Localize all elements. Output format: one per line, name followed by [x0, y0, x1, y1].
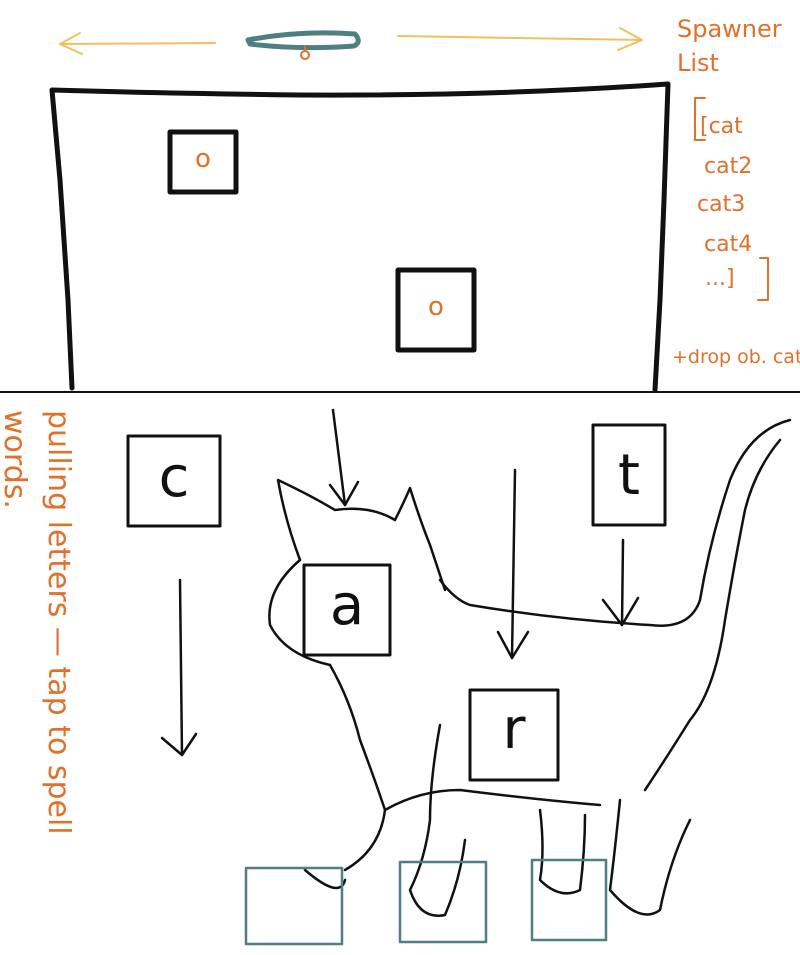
- answer-slot-2[interactable]: [398, 860, 488, 944]
- letter-a: a: [329, 573, 365, 638]
- spawner-list-item-1: [cat: [700, 114, 743, 139]
- fall-arrow-a: [331, 408, 347, 507]
- fall-arrow-r-head: [496, 630, 530, 660]
- answer-slot-3[interactable]: [530, 858, 608, 942]
- fall-arrows: [160, 408, 640, 757]
- spawner-list-footer: +drop ob. cat: [672, 346, 800, 368]
- cat-head-side: [268, 558, 332, 667]
- fall-arrow-c-head: [160, 732, 198, 757]
- paddle-bar[interactable]: [245, 30, 361, 51]
- cat-head-top: [276, 478, 447, 592]
- paddle-drop-point: [300, 50, 310, 60]
- left-arrow-shaft: [59, 42, 216, 45]
- fall-arrow-r: [510, 468, 517, 660]
- cat-front-leg-1: [328, 663, 387, 872]
- spawner-list-item-2: cat2: [704, 154, 753, 179]
- spawner-list-item-4: cat4: [704, 232, 753, 257]
- right-arrow-head: [617, 27, 643, 51]
- right-arrow-shaft: [397, 35, 641, 41]
- cat-belly: [383, 788, 602, 812]
- play-area-frame: [49, 81, 671, 393]
- letter-tile-t[interactable]: [591, 423, 667, 527]
- answer-slot-1[interactable]: [244, 866, 344, 946]
- left-arrow-head: [59, 32, 83, 55]
- spawner-list-item-5: ...]: [705, 266, 735, 291]
- cat-front-leg-2: [408, 723, 467, 917]
- spawner-list-item-3: cat3: [697, 192, 746, 217]
- cat-drawing: [268, 418, 792, 917]
- cat-tail-inner: [643, 438, 782, 792]
- fall-arrow-c: [178, 578, 184, 757]
- list-open-bracket: [694, 97, 706, 141]
- letter-r: r: [502, 697, 526, 762]
- spawn-box-2-label: o: [428, 292, 444, 322]
- letter-tile-c[interactable]: [126, 434, 222, 528]
- fall-arrow-a-head: [328, 480, 360, 507]
- spawn-box-2[interactable]: [395, 267, 477, 353]
- spawn-box-1-label: o: [195, 144, 211, 174]
- letter-tile-a[interactable]: [302, 563, 392, 657]
- cat-paw-1: [303, 868, 347, 890]
- list-close-bracket: [757, 257, 769, 301]
- letter-tile-r[interactable]: [468, 688, 560, 782]
- paddle-movement-arrows: [59, 27, 643, 55]
- cat-back-leg-1: [538, 808, 587, 895]
- fall-arrow-t: [620, 538, 625, 627]
- spawner-list-title: Spawner List: [677, 15, 782, 77]
- paddle[interactable]: [245, 30, 361, 60]
- fall-arrow-t-head: [601, 596, 640, 627]
- cat-back-leg-2: [608, 798, 692, 916]
- side-note: pulling letters — tap to spell words.: [0, 410, 76, 835]
- cat-back-tail: [438, 418, 792, 627]
- letter-c: c: [158, 445, 190, 510]
- letter-t: t: [618, 443, 640, 508]
- spawn-box-1[interactable]: [167, 129, 239, 195]
